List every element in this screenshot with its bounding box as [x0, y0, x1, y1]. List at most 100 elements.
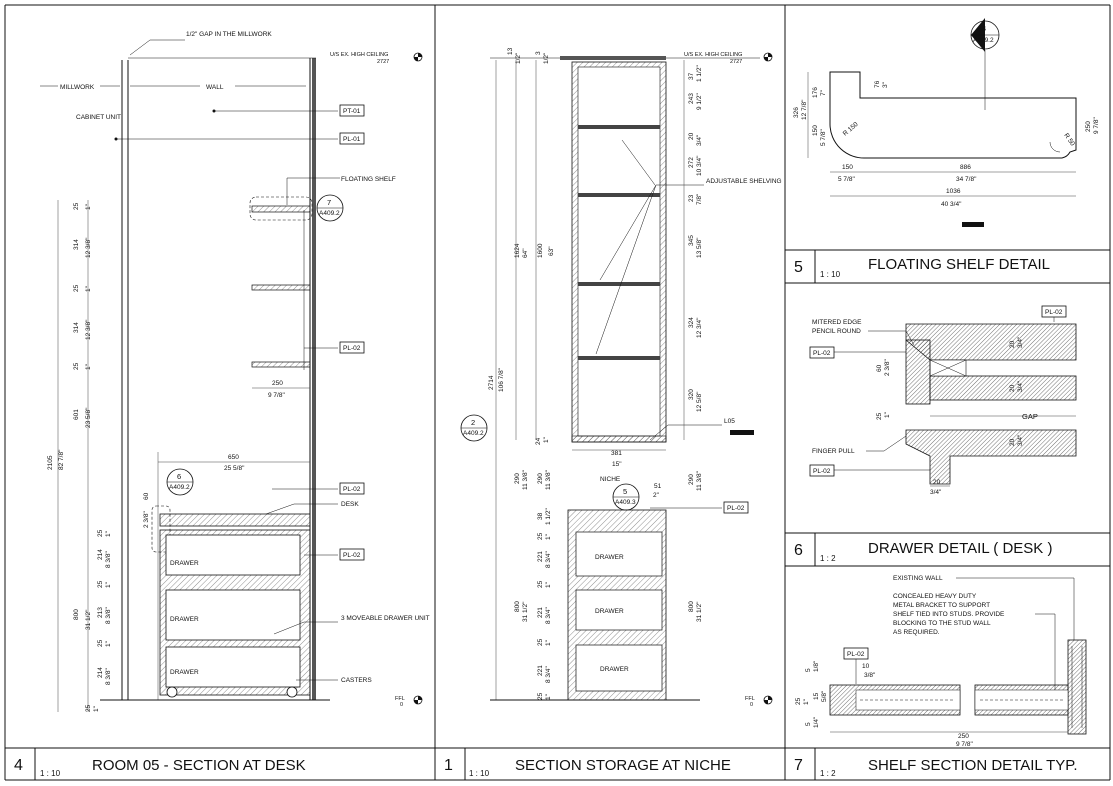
niche-label: NICHE — [600, 476, 621, 483]
dim-text: 25 — [73, 362, 80, 370]
dim-text: 9 1/2" — [696, 93, 703, 110]
drawer-label: DRAWER — [170, 669, 199, 676]
material-tag — [339, 482, 365, 495]
note-line: AS REQUIRED. — [893, 629, 940, 636]
dim-text: 2105 — [47, 455, 54, 470]
ffl-value: 0 — [400, 702, 403, 708]
gap-note: 1/2" GAP IN THE MILLWORK — [186, 31, 272, 38]
desk-top — [159, 513, 311, 527]
panel-scale: 1 : 10 — [469, 769, 490, 778]
material-tag — [809, 346, 835, 359]
casters-label: CASTERS — [341, 677, 372, 684]
dim-text: 1624 — [514, 243, 521, 258]
dim-text: 7/8" — [696, 193, 703, 205]
panel-number: 4 — [14, 757, 23, 774]
wall-section — [1067, 639, 1087, 735]
dim-text: 326 — [793, 107, 800, 118]
material-tag — [809, 464, 835, 477]
dim-text: 1" — [105, 530, 112, 537]
dim-text: 9 7/8" — [956, 741, 973, 748]
drawer-label: DRAWER — [600, 666, 629, 673]
dim-text: 1" — [803, 698, 810, 705]
dim-text: 1" — [884, 411, 891, 418]
dim-text: 12 3/8" — [85, 319, 92, 340]
dim-text: 7" — [820, 89, 827, 96]
dim-text: 25 — [537, 532, 544, 540]
callout-number: 5 — [623, 487, 627, 496]
dim-text: 1 1/2" — [545, 508, 552, 525]
material-tag — [339, 548, 365, 561]
dim-text: 324 — [688, 317, 695, 328]
drawer-unit-label: 3 MOVEABLE DRAWER UNIT — [341, 615, 430, 622]
dim-text: 106 7/8" — [498, 367, 505, 392]
dim-text: 20 — [1009, 438, 1016, 446]
dim-text: 250 — [1085, 121, 1092, 132]
dim-text: 34 7/8" — [956, 176, 977, 183]
dim-text: 38 — [537, 512, 544, 520]
dim-text: 1600 — [537, 243, 544, 258]
dim-text: 214 — [97, 549, 104, 560]
dim-text: 3/8" — [864, 672, 876, 679]
note-line: METAL BRACKET TO SUPPORT — [893, 602, 990, 609]
callout-number: 7 — [327, 198, 331, 207]
tag-pl02: PL-02 — [343, 345, 361, 352]
floating-shelf-label: FLOATING SHELF — [341, 176, 396, 183]
dim-text: 1" — [545, 693, 552, 700]
dim-text: 11 3/8" — [545, 469, 552, 490]
ffl-label: FFL — [395, 696, 405, 702]
dim-text: 25 — [795, 697, 802, 705]
pencil-round-label: PENCIL ROUND — [812, 328, 861, 335]
panel-scale: 1 : 10 — [40, 769, 61, 778]
drawer-label: DRAWER — [595, 554, 624, 561]
panel-number: 6 — [794, 542, 803, 559]
callout-number: 4 — [982, 24, 986, 33]
dim-text: 23 5/8" — [85, 407, 92, 428]
panel-shelf-section-detail: 7 1 : 2 SHELF SECTION DETAIL TYP. EXISTI… — [785, 575, 1110, 780]
mitered-edge-label: MITERED EDGE — [812, 319, 862, 326]
dim-text: 150 — [812, 125, 819, 136]
dim-text: 150 — [842, 164, 853, 171]
callout-sheet: A409.2 — [319, 210, 340, 217]
dim-text: 1/8" — [813, 660, 820, 672]
dim-text: 40 3/4" — [941, 201, 962, 208]
dim-text: 13 — [507, 47, 514, 55]
dim-text: 5 7/8" — [820, 129, 827, 146]
dim-text: 20 — [1009, 384, 1016, 392]
dim-text: 1" — [105, 581, 112, 588]
dim-text: 8 3/8" — [105, 668, 112, 685]
dim-text: 886 — [960, 164, 971, 171]
dim-text: 214 — [97, 667, 104, 678]
panel-scale: 1 : 2 — [820, 769, 836, 778]
material-tag — [339, 132, 365, 145]
material-tag — [339, 341, 365, 354]
panel-floating-shelf-detail: 5 1 : 10 FLOATING SHELF DETAIL 4 A409.2 … — [785, 18, 1110, 283]
panel-title: ROOM 05 - SECTION AT DESK — [92, 757, 306, 774]
desk-label: DESK — [341, 501, 359, 508]
callout-sheet: A409.2 — [463, 430, 484, 437]
ceiling-label: U/S EX. HIGH CEILING — [330, 52, 388, 58]
dim-text: 9 7/8" — [268, 392, 285, 399]
callout-sheet: A409.3 — [615, 499, 636, 506]
dim-text: 12 3/4" — [696, 317, 703, 338]
dim-text: 31 1/2" — [522, 601, 529, 622]
dim-text: 24 — [535, 437, 542, 445]
panel-number: 7 — [794, 757, 803, 774]
ceiling-label: U/S EX. HIGH CEILING — [684, 52, 742, 58]
dim-text: 1/2" — [515, 52, 522, 64]
dim-text: 3 — [535, 51, 542, 55]
dim-text: 800 — [73, 609, 80, 620]
dim-text: 800 — [514, 601, 521, 612]
dim-text: 3/4" — [1017, 380, 1024, 392]
dim-text: 601 — [73, 409, 80, 420]
tag-pl01: PL-01 — [343, 136, 361, 143]
dim-text: 1" — [105, 640, 112, 647]
dim-text: 213 — [97, 607, 104, 618]
light-tag: L05 — [724, 418, 735, 425]
gap-label: GAP — [1022, 412, 1038, 421]
dim-text: 12 5/8" — [696, 391, 703, 412]
panel-title: FLOATING SHELF DETAIL — [868, 256, 1050, 273]
dim-text: 176 — [812, 87, 819, 98]
dim-text: 12 3/8" — [85, 237, 92, 258]
drawer-label: DRAWER — [170, 560, 199, 567]
